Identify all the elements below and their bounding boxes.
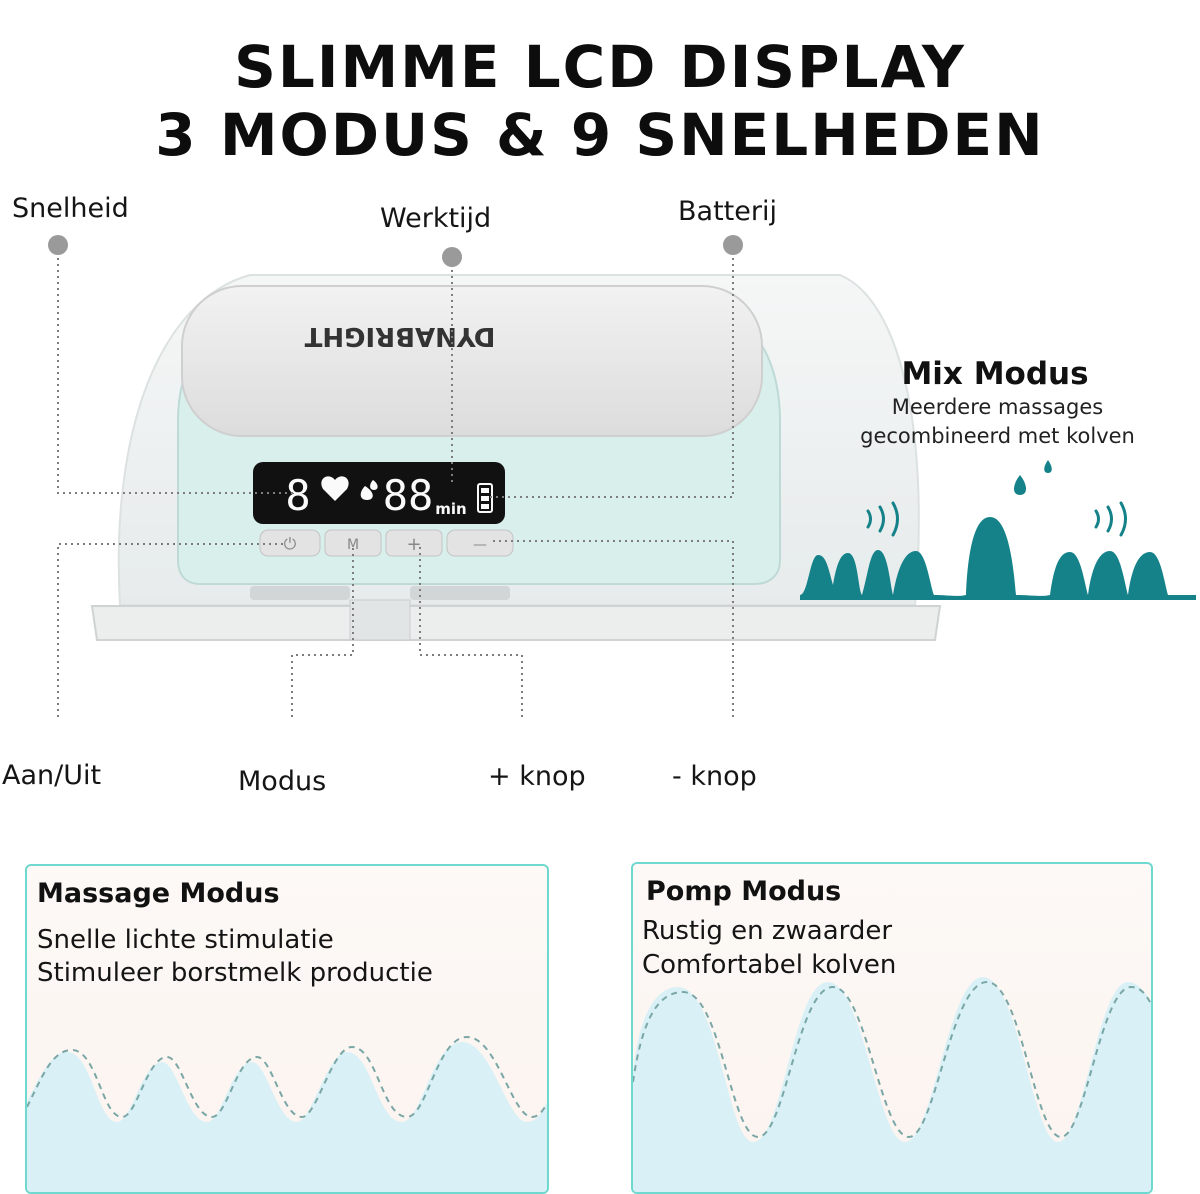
mix-mode-line-2: gecombineerd met kolven	[860, 424, 1135, 448]
leader-power	[57, 543, 287, 720]
lcd-unit: min	[435, 500, 466, 518]
pump-wave	[633, 977, 1151, 1192]
drops-icon	[360, 480, 378, 500]
device-base	[90, 605, 942, 641]
leader-minus	[490, 540, 734, 720]
massage-mode-title: Massage Modus	[37, 878, 280, 909]
label-mode: Modus	[238, 766, 327, 797]
mix-mode-line-1: Meerdere massages	[891, 395, 1104, 419]
label-minus: - knop	[672, 761, 757, 792]
pump-mode-line-1: Rustig en zwaarder	[642, 916, 893, 946]
mix-mode-title: Mix Modus	[901, 356, 1089, 392]
label-plus: + knop	[488, 761, 586, 792]
lcd-display	[253, 462, 505, 524]
pump-mode-panel: Pomp Modus Rustig en zwaarder Comfortabe…	[631, 862, 1153, 1194]
massage-mode-panel: Massage Modus Snelle lichte stimulatie S…	[25, 864, 549, 1194]
label-power: Aan/Uit	[2, 760, 102, 791]
mode-button[interactable]: M	[324, 529, 382, 557]
title-line-2: 3 MODUS & 9 SNELHEDEN	[155, 101, 1045, 169]
svg-text:M: M	[347, 537, 359, 553]
device-lid	[181, 285, 763, 437]
heart-icon	[321, 476, 349, 501]
massage-mode-line-1: Snelle lichte stimulatie	[37, 925, 334, 955]
svg-text:+: +	[406, 534, 421, 555]
plus-button[interactable]: +	[385, 529, 443, 557]
device-illustration: DYNABRIGHT 8 88 min ⏻ M + —	[48, 235, 942, 720]
label-speed: Snelheid	[12, 193, 129, 224]
leader-plus	[419, 545, 523, 720]
marker-speed	[48, 235, 68, 255]
leader-speed	[57, 246, 295, 494]
label-worktime: Werktijd	[380, 203, 492, 234]
svg-text:—: —	[473, 537, 487, 553]
lcd-time: 88	[383, 471, 434, 520]
massage-mode-line-2: Stimuleer borstmelk productie	[37, 958, 433, 988]
marker-worktime	[442, 247, 462, 267]
marker-battery	[723, 235, 743, 255]
leader-battery	[487, 246, 734, 498]
label-battery: Batterij	[678, 196, 777, 227]
massage-wave	[27, 1035, 547, 1192]
title-line-1: SLIMME LCD DISPLAY	[234, 33, 966, 101]
pump-mode-title: Pomp Modus	[646, 876, 842, 907]
lcd-speed: 8	[285, 471, 310, 520]
svg-text:⏻: ⏻	[284, 534, 297, 553]
minus-button[interactable]: —	[446, 529, 514, 557]
brand-label: DYNABRIGHT	[304, 321, 495, 351]
pump-mode-line-2: Comfortabel kolven	[642, 950, 897, 980]
mix-mode-wave	[800, 460, 1196, 600]
power-button[interactable]: ⏻	[259, 529, 321, 557]
leader-mode	[291, 545, 354, 720]
